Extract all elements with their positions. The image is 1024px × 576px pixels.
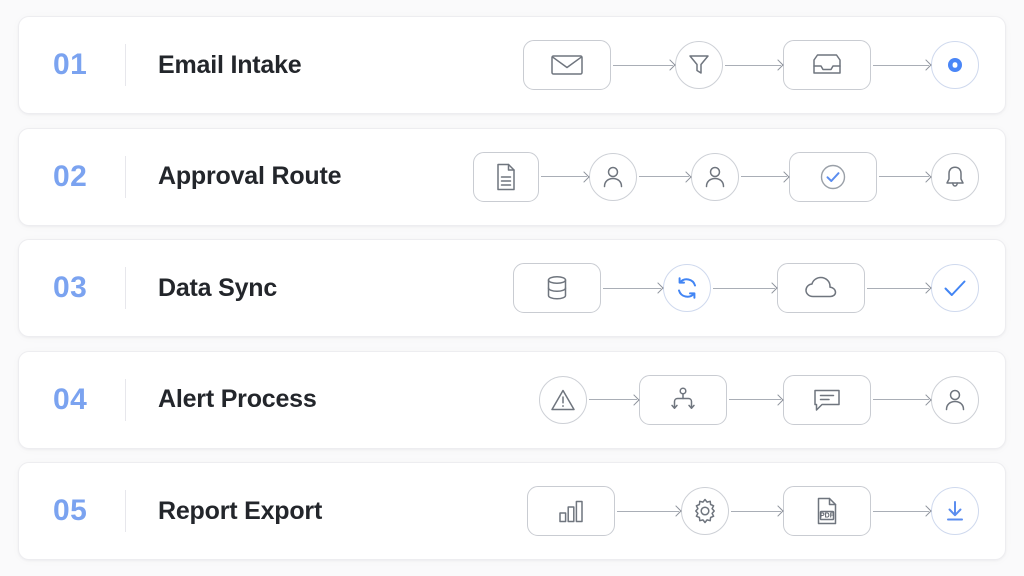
flow-arrow-icon (725, 64, 781, 66)
workflow-row[interactable]: 02 Approval Route (18, 127, 1006, 226)
flow-arrow-icon (589, 399, 637, 400)
flow-node[interactable] (931, 487, 979, 535)
envelope-icon (551, 53, 583, 77)
flow-node[interactable] (783, 40, 871, 90)
flow-arrow-icon (731, 510, 781, 512)
flow-node[interactable] (931, 375, 979, 424)
row-number: 04 (53, 382, 88, 416)
row-title: Email Intake (158, 50, 302, 79)
document-icon (495, 163, 517, 191)
database-icon (544, 275, 570, 301)
flow-arrow-icon (613, 64, 673, 66)
flow-arrow-icon (873, 399, 929, 400)
flow-node[interactable] (513, 263, 601, 313)
flow-chain (523, 40, 987, 90)
chat-bubble-icon (813, 387, 841, 413)
bell-icon (944, 165, 966, 189)
flow-chain (513, 263, 987, 313)
flow-arrow-icon (741, 176, 787, 177)
person-icon (944, 388, 966, 412)
row-number: 03 (53, 271, 88, 304)
flow-arrow-icon (603, 287, 661, 289)
sync-refresh-icon (674, 275, 700, 301)
inbox-tray-icon (812, 53, 842, 77)
filter-funnel-icon (688, 53, 710, 77)
flow-arrow-icon (873, 510, 929, 512)
checkmark-icon (942, 277, 968, 299)
row-number: 01 (53, 48, 88, 81)
bar-chart-icon (557, 498, 585, 524)
flow-node[interactable] (931, 41, 979, 89)
flow-arrow-icon (867, 287, 929, 289)
blue-dot-icon (944, 54, 966, 76)
flow-node[interactable] (783, 374, 871, 425)
row-number: 02 (53, 159, 88, 193)
download-icon (943, 499, 967, 523)
pdf-file-icon: PDF (815, 497, 839, 525)
warning-triangle-icon (550, 388, 576, 412)
workflow-row[interactable]: 04 Alert Process (18, 350, 1006, 449)
check-circle-icon (819, 163, 847, 191)
row-divider (125, 378, 126, 421)
row-title: Data Sync (158, 273, 278, 302)
flow-node[interactable] (675, 41, 723, 89)
flow-node[interactable] (523, 40, 611, 90)
row-title: Approval Route (158, 162, 342, 190)
flow-node[interactable] (527, 486, 615, 536)
flow-chain: PDF (527, 486, 987, 536)
flow-arrow-icon (713, 287, 775, 289)
flow-node[interactable] (639, 374, 727, 425)
row-title: Alert Process (158, 385, 317, 413)
flow-node[interactable]: PDF (783, 486, 871, 536)
person-icon (704, 165, 726, 189)
row-title: Report Export (158, 496, 323, 525)
flow-node[interactable] (931, 152, 979, 201)
flow-chain (473, 151, 987, 202)
row-divider (125, 267, 126, 309)
workflow-row[interactable]: 03 Data Sync (18, 239, 1006, 337)
flow-node[interactable] (789, 151, 877, 202)
flow-node[interactable] (589, 152, 637, 201)
flow-node[interactable] (539, 375, 587, 424)
row-divider (125, 155, 126, 198)
flow-arrow-icon (541, 176, 587, 177)
branch-split-icon (668, 386, 698, 413)
workflow-row[interactable]: 01 Email Intake (18, 16, 1006, 114)
flow-arrow-icon (873, 64, 929, 66)
flow-arrow-icon (617, 510, 679, 512)
gear-icon (692, 498, 718, 524)
flow-arrow-icon (879, 176, 929, 177)
row-divider (125, 490, 126, 532)
flow-node[interactable] (931, 264, 979, 312)
flow-node[interactable] (691, 152, 739, 201)
row-divider (125, 44, 126, 86)
flow-node[interactable] (681, 487, 729, 535)
flow-arrow-icon (729, 399, 781, 400)
cloud-icon (804, 276, 838, 300)
flow-node[interactable] (663, 264, 711, 312)
flow-chain (539, 374, 987, 425)
svg-text:PDF: PDF (820, 513, 835, 520)
person-icon (602, 165, 624, 189)
flow-node[interactable] (473, 151, 539, 202)
row-number: 05 (53, 494, 88, 527)
flow-node[interactable] (777, 263, 865, 313)
flow-arrow-icon (639, 176, 689, 177)
